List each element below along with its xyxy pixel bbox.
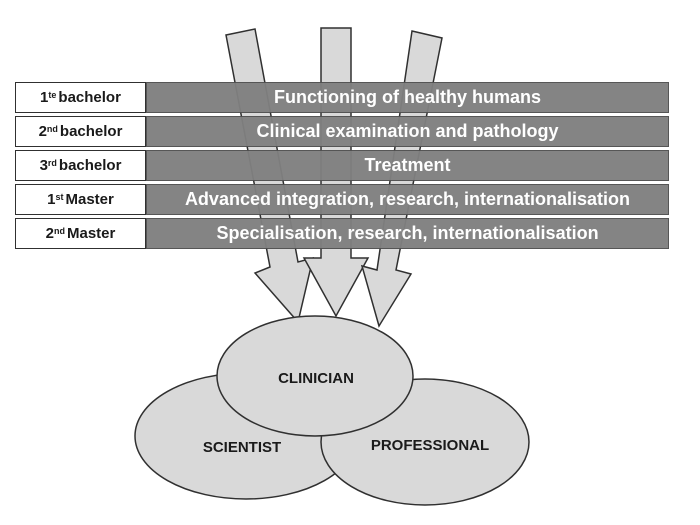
year-name: bachelor [58, 157, 122, 174]
year-name: Master [66, 225, 116, 242]
year-ordinal-suffix: nd [53, 225, 65, 236]
year-name: bachelor [59, 123, 123, 140]
year-name: bachelor [58, 89, 121, 106]
course-bar-2: Clinical examination and pathology [146, 116, 669, 147]
course-bar-3: Treatment [146, 150, 669, 181]
year-ordinal: 1 [47, 191, 56, 208]
year-ordinal-suffix: nd [46, 123, 58, 134]
course-bar-1: Functioning of healthy humans [146, 82, 669, 113]
year-ordinal-suffix: te [48, 89, 57, 100]
course-bar-5: Specialisation, research, internationali… [146, 218, 669, 249]
professional-label: PROFESSIONAL [371, 437, 489, 454]
year-ordinal: 1 [40, 89, 49, 106]
scientist-label: SCIENTIST [203, 439, 281, 456]
year-ordinal-suffix: st [55, 191, 64, 202]
clinician-ellipse [216, 315, 414, 437]
course-bar-4: Advanced integration, research, internat… [146, 184, 669, 215]
year-ordinal: 2 [38, 123, 47, 140]
year-ordinal-suffix: rd [47, 157, 57, 168]
clinician-label: CLINICIAN [278, 370, 354, 387]
year-name: Master [65, 191, 114, 208]
year-ordinal: 3 [39, 157, 48, 174]
year-ordinal: 2 [45, 225, 54, 242]
